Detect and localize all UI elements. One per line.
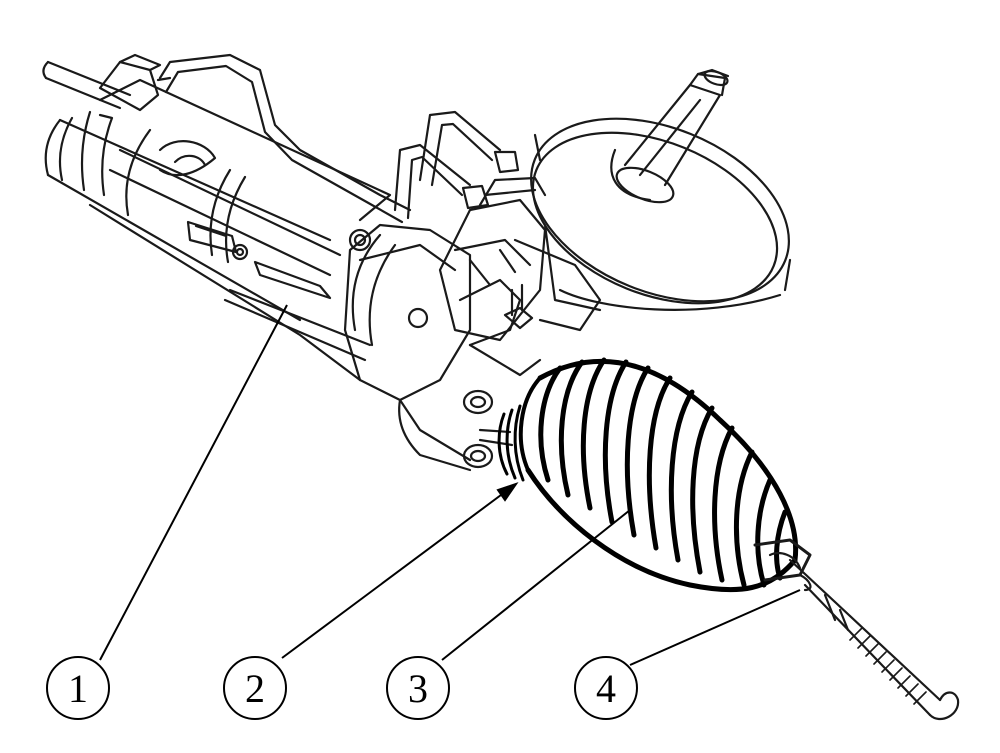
leader-line-2 xyxy=(281,491,506,659)
rack-housing xyxy=(42,53,392,382)
tie-rod xyxy=(753,538,960,721)
callout-3: 3 xyxy=(386,656,450,720)
leader-line-4 xyxy=(629,589,801,666)
callout-4: 4 xyxy=(574,656,638,720)
input-shaft xyxy=(610,68,730,202)
bellows-boot xyxy=(518,357,799,593)
callout-label-4: 4 xyxy=(596,666,616,711)
leader-lines xyxy=(99,304,801,666)
leader-line-3 xyxy=(441,509,631,661)
callouts: 1 2 3 4 xyxy=(46,656,638,720)
pinion-tower xyxy=(438,176,602,342)
callout-label-1: 1 xyxy=(68,666,88,711)
callout-1: 1 xyxy=(46,656,110,720)
callout-label-2: 2 xyxy=(245,666,265,711)
hydraulic-pipes xyxy=(158,53,520,224)
boot-clamp xyxy=(497,404,525,482)
arrowhead-2 xyxy=(496,482,519,502)
callout-label-3: 3 xyxy=(408,666,428,711)
leader-line-1 xyxy=(99,304,288,661)
callout-2: 2 xyxy=(223,656,287,720)
gear-housing xyxy=(343,223,542,472)
